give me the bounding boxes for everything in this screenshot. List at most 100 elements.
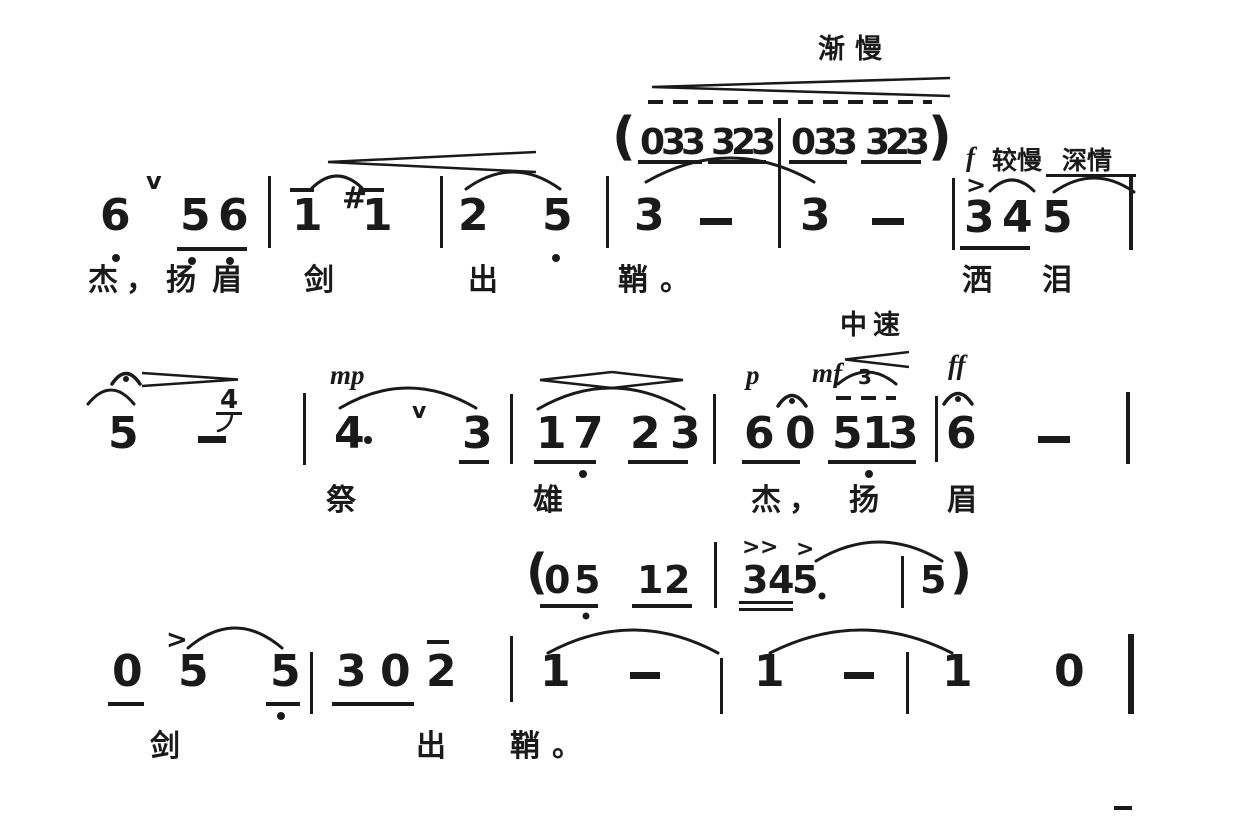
note-number: 4 (768, 558, 795, 603)
accent-mark: > (760, 535, 779, 561)
note-number: 0 (640, 122, 666, 164)
octave-dot (582, 612, 590, 620)
duration-dash (198, 436, 226, 443)
note-number: 5 (574, 558, 601, 603)
expression-mark: 较慢 (992, 146, 1043, 175)
beam-line (739, 608, 793, 611)
beam-line (540, 604, 598, 608)
hairpin (327, 150, 537, 174)
note-number: 0 (112, 646, 143, 698)
note-number: 2 (426, 646, 457, 698)
note-number: 1 (292, 190, 323, 242)
accent-mark: > (796, 537, 815, 563)
beam-line (960, 246, 1030, 250)
hairpin (141, 371, 239, 388)
barline (268, 176, 271, 248)
barline (1129, 176, 1133, 250)
dynamic-mark: f (966, 141, 975, 172)
octave-dot (188, 257, 196, 265)
note-number: 3 (661, 122, 687, 164)
beam-line (459, 460, 489, 464)
note-number: 3 (336, 646, 367, 698)
lyric-char: ， (789, 482, 819, 518)
duration-dash (700, 218, 732, 225)
duration-dash (630, 672, 660, 679)
grace-number: 4 (220, 384, 239, 415)
accent-mark: > (166, 624, 188, 655)
beam-line (628, 460, 688, 464)
slur (814, 540, 944, 563)
beam-line (266, 702, 300, 706)
parenthesis-open: ( (526, 543, 548, 600)
barline (720, 658, 723, 714)
octave-dot (552, 254, 560, 262)
note-number: 3 (888, 408, 919, 460)
beam-line (708, 160, 766, 164)
beam-line (638, 160, 702, 164)
tempo-mark: 渐慢 (818, 33, 892, 65)
lyric-char: 出 (468, 262, 498, 298)
expression-mark: 深情 (1062, 146, 1113, 175)
duration-dash (844, 672, 874, 679)
beam-line (108, 702, 144, 706)
slur (988, 178, 1036, 193)
sharp-sign: # (342, 181, 368, 217)
octave-dot (226, 257, 234, 265)
beam-line (742, 460, 800, 464)
barline (901, 556, 904, 608)
barline (935, 396, 938, 462)
beam-line (177, 247, 247, 251)
beam-line (332, 702, 414, 706)
note-number: 3 (751, 122, 777, 164)
note-number: 0 (380, 646, 411, 698)
barline (1126, 392, 1130, 464)
note-number: 5 (270, 646, 301, 698)
accent-mark: > (966, 170, 987, 199)
note-number: 5 (792, 558, 819, 603)
octave-dot (277, 712, 285, 720)
breath-mark: v (146, 166, 162, 195)
slur (86, 388, 136, 406)
beam-line (632, 604, 692, 608)
slur (310, 174, 364, 190)
slur (536, 386, 686, 411)
note-number: 4 (334, 408, 365, 460)
barline (713, 394, 716, 464)
hairpin (611, 370, 684, 390)
lyric-char: 杰 (88, 262, 118, 298)
slur (546, 628, 720, 655)
duration-dash (1038, 436, 1070, 443)
barline (303, 393, 306, 465)
note-number: 3 (833, 122, 859, 164)
note-number: 4 (1002, 192, 1033, 244)
note-number: 3 (742, 558, 769, 603)
octave-dot (112, 254, 120, 262)
beam-line (360, 188, 384, 192)
lyric-char: 泪 (1042, 262, 1072, 298)
note-number: 3 (865, 122, 891, 164)
note-number: 6 (946, 408, 977, 460)
beam-line (861, 160, 921, 164)
slur (768, 628, 954, 655)
lyric-char: 。 (660, 262, 690, 298)
note-number: 5 (108, 408, 139, 460)
hairpin (539, 370, 613, 390)
lyric-char: 剑 (304, 262, 334, 298)
barline (510, 394, 513, 464)
beam-line (739, 601, 793, 604)
slur (464, 170, 562, 191)
lyric-char: 扬 (166, 262, 196, 298)
note-number: 6 (100, 190, 131, 242)
lyric-char: 眉 (212, 262, 242, 298)
note-number: 2 (885, 122, 911, 164)
dynamic-mark: ff (948, 349, 966, 380)
lyric-char: 雄 (533, 482, 563, 518)
note-number: 3 (964, 192, 995, 244)
slur (836, 370, 898, 386)
barline (952, 178, 955, 250)
dynamic-mark: mf (812, 357, 842, 388)
note-number: 3 (813, 122, 839, 164)
beam-line (1046, 174, 1136, 177)
